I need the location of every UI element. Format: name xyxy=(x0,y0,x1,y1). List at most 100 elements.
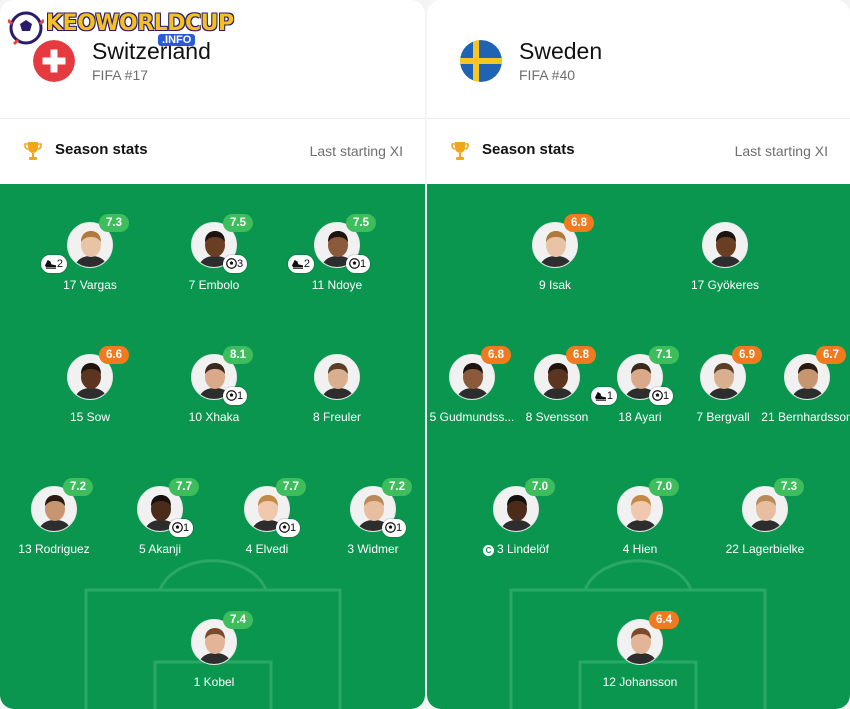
player-name: 9 Isak xyxy=(500,278,610,292)
assists-badge: 2 xyxy=(40,255,67,273)
player-name-text: 4 Hien xyxy=(622,542,658,556)
player-card[interactable]: 6.8 5 Gudmundss... xyxy=(427,346,527,424)
player-rating-badge: 6.8 xyxy=(481,346,511,364)
player-name: 18 Ayari xyxy=(585,410,695,424)
player-card[interactable]: 17 Gyökeres xyxy=(670,214,780,292)
team-header: Switzerland FIFA #17 xyxy=(0,0,425,118)
fifa-rank: FIFA #40 xyxy=(519,67,576,83)
player-card[interactable]: 7.2 13 Rodriguez xyxy=(0,478,109,556)
fifa-rank: FIFA #17 xyxy=(92,67,149,83)
player-name-text: 13 Rodriguez xyxy=(18,542,90,556)
player-avatar[interactable] xyxy=(617,486,663,532)
soccer-ball-icon xyxy=(8,11,44,46)
last-starting-xi-label[interactable]: Last starting XI xyxy=(309,143,403,159)
player-name-text: 8 Svensson xyxy=(525,410,589,424)
goals-badge: 1 xyxy=(346,255,371,273)
switzerland-flag-icon xyxy=(33,40,75,82)
player-name: 15 Sow xyxy=(35,410,145,424)
player-name: 7 Embolo xyxy=(159,278,269,292)
player-card[interactable]: 6.8 9 Isak xyxy=(500,214,610,292)
player-card[interactable]: 8 Freuler xyxy=(282,346,392,424)
player-name: 5 Akanji xyxy=(105,542,215,556)
player-rating-badge: 7.0 xyxy=(525,478,555,496)
goals-count: 1 xyxy=(183,522,190,534)
assists-count: 2 xyxy=(56,258,63,270)
goals-count: 1 xyxy=(360,258,367,270)
player-card[interactable]: 6.7 21 Bernhardsson xyxy=(752,346,850,424)
watermark-logo: KEOWORLDCUP .INFO xyxy=(8,8,234,52)
goals-badge: 1 xyxy=(382,519,407,537)
player-rating-badge: 6.8 xyxy=(566,346,596,364)
player-rating-badge: 6.8 xyxy=(564,214,594,232)
player-rating-badge: 7.2 xyxy=(382,478,412,496)
player-name: 11 Ndoye xyxy=(282,278,392,292)
player-name-text: 1 Kobel xyxy=(193,675,235,689)
player-card[interactable]: 6.4 12 Johansson xyxy=(585,611,695,689)
player-name-text: 8 Freuler xyxy=(312,410,362,424)
assists-badge: 1 xyxy=(590,387,617,405)
season-stats-label: Season stats xyxy=(55,141,148,158)
player-card[interactable]: 6.8 8 Svensson xyxy=(502,346,612,424)
watermark-text: KEOWORLDCUP xyxy=(46,11,234,36)
player-name-text: 5 Akanji xyxy=(138,542,182,556)
team-name[interactable]: Sweden xyxy=(519,38,603,64)
player-card[interactable]: 7.4 1 Kobel xyxy=(159,611,269,689)
goals-count: 1 xyxy=(663,390,670,402)
player-rating-badge: 7.5 xyxy=(346,214,376,232)
player-name: 12 Johansson xyxy=(585,675,695,689)
player-name-text: 3 Lindelöf xyxy=(496,542,550,556)
player-card[interactable]: 7.2 1 3 Widmer xyxy=(318,478,425,556)
player-rating-badge: 7.2 xyxy=(63,478,93,496)
player-avatar[interactable] xyxy=(702,222,748,268)
player-rating-badge: 6.4 xyxy=(649,611,679,629)
player-name-text: 7 Embolo xyxy=(188,278,240,292)
last-starting-xi-label[interactable]: Last starting XI xyxy=(734,143,828,159)
player-name-text: 12 Johansson xyxy=(602,675,678,689)
player-name: 8 Freuler xyxy=(282,410,392,424)
assists-badge: 2 xyxy=(287,255,314,273)
captain-badge: C xyxy=(482,545,494,556)
player-name: 5 Gudmundss... xyxy=(427,410,527,424)
player-name-text: 9 Isak xyxy=(538,278,571,292)
player-card[interactable]: 7.5 1 2 11 Ndoye xyxy=(282,214,392,292)
goals-badge: 3 xyxy=(223,255,248,273)
trophy-icon xyxy=(451,142,469,160)
season-stats-bar[interactable]: Season stats Last starting XI xyxy=(427,118,850,184)
player-rating-badge: 7.3 xyxy=(774,478,804,496)
player-name-text: 17 Gyökeres xyxy=(690,278,760,292)
player-name-text: 10 Xhaka xyxy=(188,410,240,424)
player-name: 8 Svensson xyxy=(502,410,612,424)
player-avatar[interactable] xyxy=(67,222,113,268)
player-rating-badge: 7.4 xyxy=(223,611,253,629)
player-name-text: 4 Elvedi xyxy=(245,542,289,556)
player-name: 1 Kobel xyxy=(159,675,269,689)
player-name: 4 Hien xyxy=(585,542,695,556)
player-name: 22 Lagerbielke xyxy=(710,542,820,556)
player-name-text: 21 Bernhardsson xyxy=(761,410,850,424)
player-rating-badge: 7.3 xyxy=(99,214,129,232)
goals-badge: 1 xyxy=(649,387,674,405)
player-avatar[interactable] xyxy=(31,486,77,532)
player-rating-badge: 6.7 xyxy=(816,346,846,364)
assists-count: 1 xyxy=(606,390,613,402)
player-avatar[interactable] xyxy=(314,354,360,400)
player-card[interactable]: 7.3 22 Lagerbielke xyxy=(710,478,820,556)
player-name: 3 Widmer xyxy=(318,542,425,556)
player-avatar[interactable] xyxy=(493,486,539,532)
season-stats-bar[interactable]: Season stats Last starting XI xyxy=(0,118,425,184)
sweden-flag-icon xyxy=(460,40,502,82)
season-stats-label: Season stats xyxy=(482,141,575,158)
